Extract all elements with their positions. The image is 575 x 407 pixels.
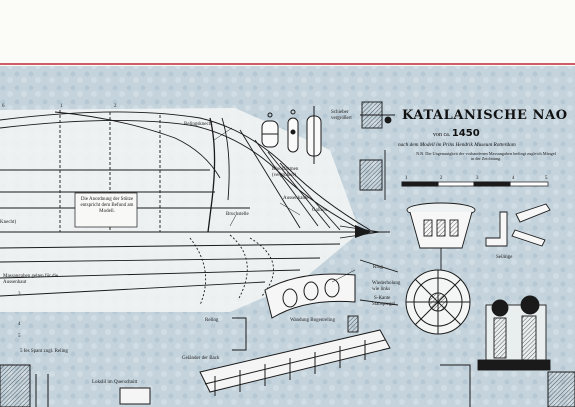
scale-bar (401, 181, 549, 187)
bitts-drawing (477, 295, 551, 371)
side-bracket-drawing (359, 150, 386, 200)
construction-note-box (74, 192, 138, 228)
scale-tick-4: 4 (512, 176, 515, 181)
station-number-1: 1 (60, 104, 63, 109)
station-number-2: 2 (114, 104, 117, 109)
label-reling: Reling (205, 318, 219, 323)
label-seilinge: Seilinge (496, 255, 513, 260)
scale-tick-2: 2 (440, 176, 443, 181)
label-knecht: Knecht) (0, 220, 17, 225)
label-wiederholung: Wiederholung wie links (372, 281, 401, 292)
scale-tick-5: 5 (545, 176, 548, 181)
label-schieber: Schieber vergrößert (331, 110, 352, 121)
scale-tick-3: 3 (476, 176, 479, 181)
label-ring: Ring (373, 265, 383, 270)
bogenreling-panel (264, 273, 356, 319)
schieber-fitting-drawing (360, 101, 395, 129)
scale-tick-1: 1 (405, 176, 408, 181)
plan-subtitle: von ca. 1450 (433, 128, 480, 139)
label-fes-spant: 5 fes Spant zugl. Reling (20, 349, 68, 354)
subtitle-prefix: von ca. (433, 132, 451, 138)
round-wheel-drawing (405, 269, 471, 335)
label-aussenkante: Aussenkante (283, 196, 309, 201)
hull-profile-drawing (0, 110, 390, 306)
leader-lines (213, 127, 356, 283)
label-anordnung: Die Anordnung der Stütze entspricht dem … (80, 197, 134, 214)
label-massangaben: Massangaben gelten für die Aussenhaut (3, 274, 59, 285)
bow-arrow (355, 225, 372, 238)
lower-left-details (0, 364, 575, 407)
label-stabspiegel: Stabspiegel (372, 302, 396, 307)
label-wandung: Wandung Bogenreling (290, 318, 336, 323)
label-blockformen: Blockformen (vergrößert) (272, 167, 299, 178)
plan-note: N.B. Die Ungenauigkeit der vorhandenen M… (416, 151, 556, 161)
label-relingsknecht: Relingsknecht (184, 122, 213, 127)
label-bruchstelle: Bruchstelle (226, 212, 249, 217)
station-number-3: 3 (18, 292, 21, 297)
capstan-drawing (406, 202, 476, 270)
station-number-5: 5 (18, 334, 21, 339)
station-number-6: 6 (2, 104, 5, 109)
plan-title: KATALANISCHE NAO (402, 108, 568, 123)
label-lokslil: Lokslil im Querschnitt (92, 380, 138, 385)
label-skante: S-Kante (374, 296, 391, 301)
railing-drawing (199, 317, 391, 396)
label-gelaender: Geländer der Back (182, 356, 220, 361)
label-gallion: Gallion (312, 208, 327, 213)
subtitle-year: 1450 (451, 128, 480, 139)
station-number-4: 4 (18, 322, 21, 327)
seilinge-drawing (485, 203, 551, 247)
stabspiegel-fitting (347, 259, 399, 333)
plan-source: nach dem Modell im Prins Hendrik Museum … (398, 142, 516, 148)
block-forms-drawing (261, 106, 322, 164)
